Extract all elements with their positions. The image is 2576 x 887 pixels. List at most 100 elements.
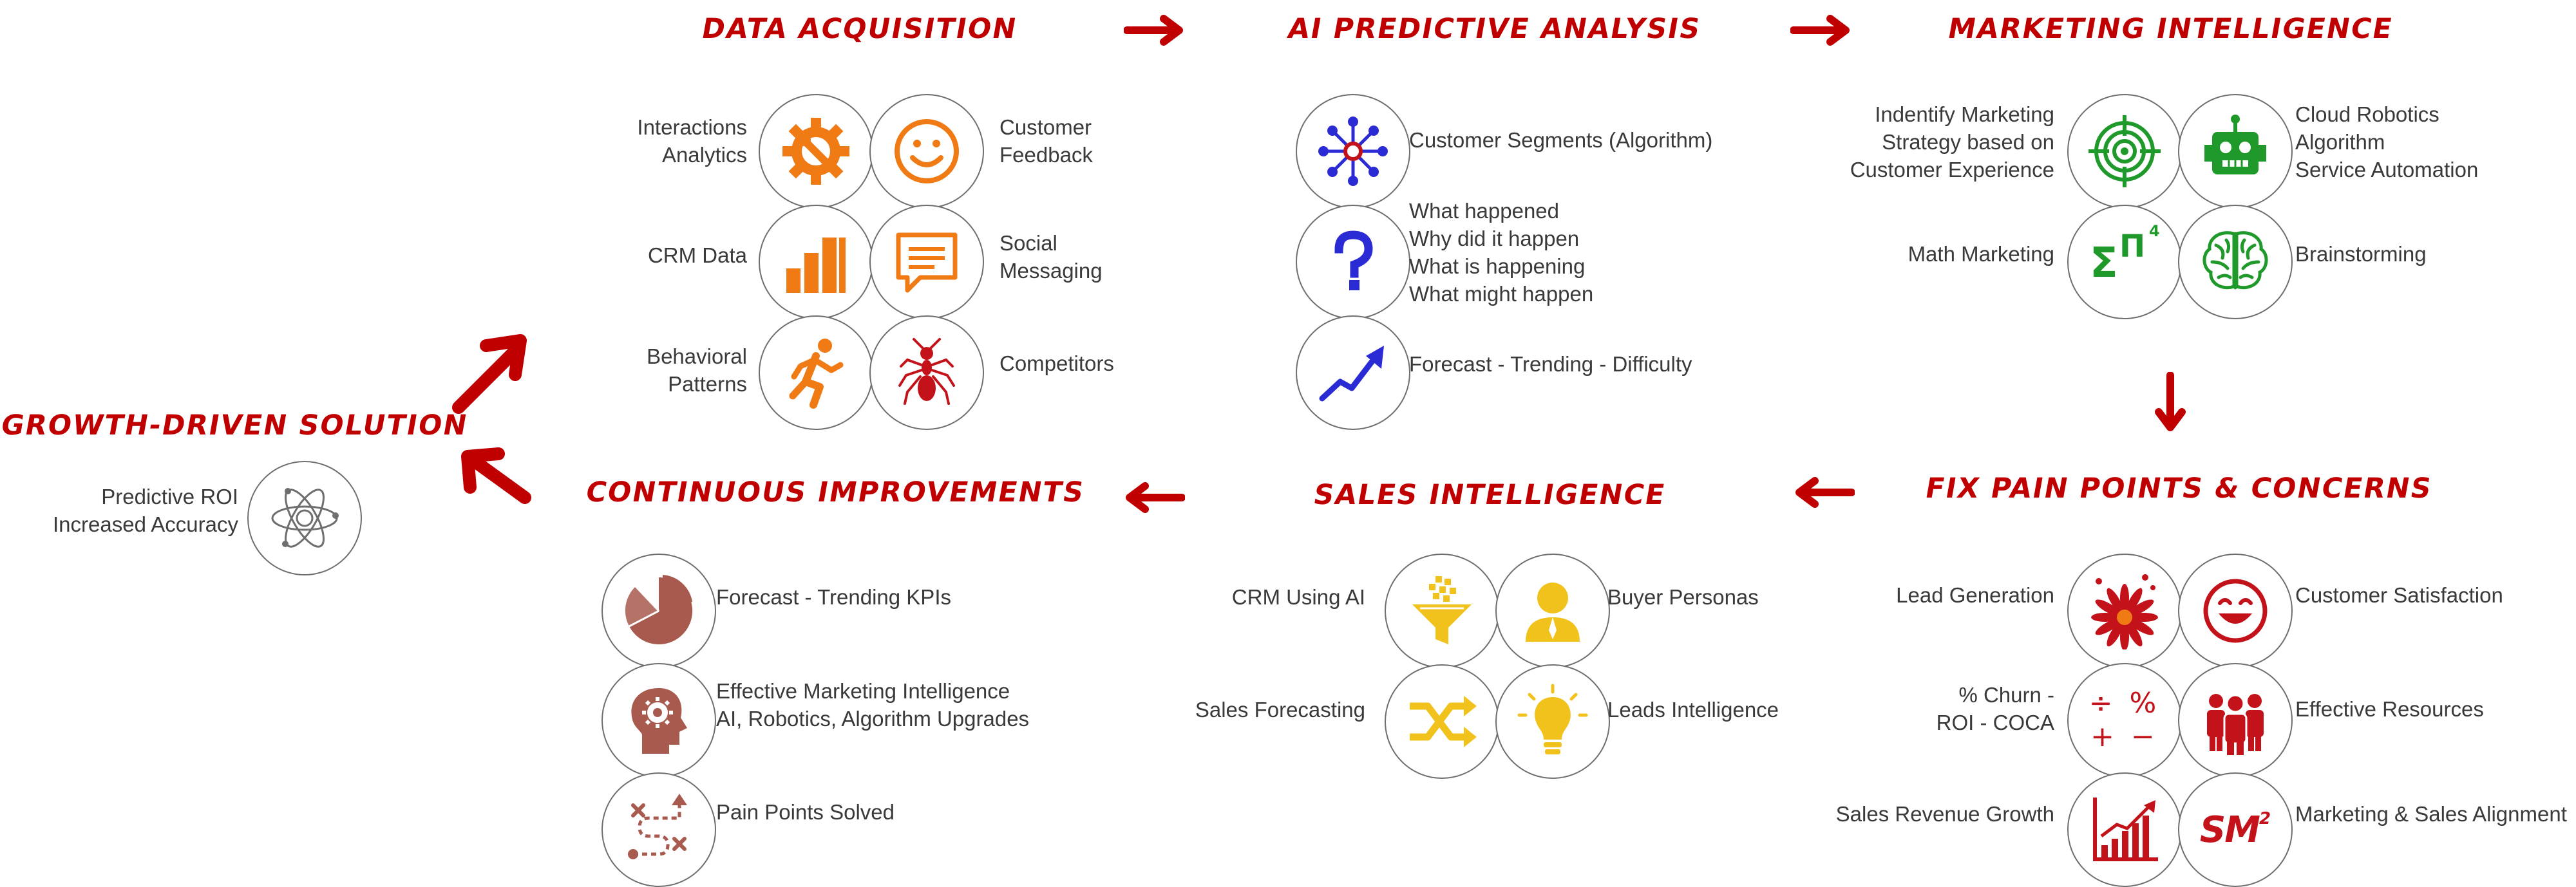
- people-icon: [2207, 694, 2264, 755]
- heading-marketing-intelligence: MARKETING INTELLIGENCE: [1945, 13, 2396, 45]
- label-customer-feedback: Customer Feedback: [999, 115, 1093, 167]
- forecast-trending-node[interactable]: [1296, 315, 1410, 430]
- label-competitors: Competitors: [999, 351, 1114, 375]
- brainstorming-node[interactable]: [2178, 205, 2293, 319]
- sm2-icon: SM2: [2200, 809, 2271, 851]
- label-behavioral-patterns: Behavioral Patterns: [647, 344, 747, 396]
- label-customer-satisfaction: Customer Satisfaction: [2295, 583, 2503, 607]
- math-marketing-node[interactable]: Σ Π 4: [2067, 205, 2182, 319]
- effective-marketing-node[interactable]: [601, 663, 716, 778]
- cloud-robotics-node[interactable]: [2178, 94, 2293, 209]
- crm-data-node[interactable]: [759, 205, 873, 319]
- path-icon: [628, 794, 687, 859]
- label-cloud-robotics: Cloud Robotics Algorithm Service Automat…: [2295, 102, 2479, 182]
- sales-revenue-node[interactable]: [2067, 772, 2182, 887]
- customer-satisfaction-node[interactable]: [2178, 554, 2293, 668]
- label-effective-marketing: Effective Marketing Intelligence AI, Rob…: [716, 679, 1030, 731]
- effective-resources-node[interactable]: [2178, 663, 2293, 778]
- arrow-right-icon: [1124, 15, 1183, 46]
- label-identify-marketing: Indentify Marketing Strategy based on Cu…: [1850, 102, 2054, 182]
- robot-icon: [2204, 115, 2266, 174]
- math-icon: Σ Π 4: [2086, 223, 2163, 301]
- arrow-down-icon: [2155, 372, 2186, 431]
- label-marketing-sales-alignment: Marketing & Sales Alignment: [2295, 802, 2567, 826]
- label-pain-points-solved: Pain Points Solved: [716, 800, 895, 824]
- trend-arrow-icon: [1319, 346, 1384, 402]
- arrow-down-left-icon: [461, 447, 531, 504]
- label-forecast-trending: Forecast - Trending - Difficulty: [1409, 352, 1692, 376]
- atom-icon: [271, 488, 339, 548]
- funnel-icon: [1412, 576, 1472, 644]
- heading-growth-driven-solution: GROWTH-DRIVEN SOLUTION: [0, 409, 471, 442]
- label-forecast-kpis: Forecast - Trending KPIs: [716, 585, 951, 609]
- sm-glyph: SM: [2199, 808, 2260, 851]
- shuffle-icon: [1410, 696, 1477, 747]
- behavioral-patterns-node[interactable]: [759, 315, 873, 430]
- heading-ai-predictive-analysis: AI PREDICTIVE ANALYSIS: [1285, 13, 1704, 45]
- label-effective-resources: Effective Resources: [2295, 697, 2484, 721]
- label-sales-revenue-growth: Sales Revenue Growth: [1835, 802, 2054, 826]
- label-what-happened: What happened Why did it happen What is …: [1409, 199, 1594, 306]
- ant-icon: [898, 338, 955, 405]
- label-crm-data: CRM Data: [647, 243, 747, 267]
- arrow-left-icon: [1795, 477, 1855, 508]
- pie-chart-icon: [625, 575, 693, 644]
- label-social-messaging: Social Messaging: [999, 231, 1103, 283]
- math-symbols-icon: ÷ % + −: [2088, 687, 2161, 753]
- arrow-left-icon: [1126, 482, 1185, 513]
- customer-segments-node[interactable]: [1296, 94, 1410, 209]
- growth-chart-icon: [2093, 798, 2158, 861]
- buyer-personas-node[interactable]: [1495, 554, 1610, 668]
- predictive-roi-node[interactable]: [247, 461, 362, 575]
- label-predictive-roi: Predictive ROI Increased Accuracy: [53, 485, 238, 536]
- brain-gear-icon: [631, 688, 687, 754]
- superscript-4: 4: [2149, 222, 2160, 240]
- interactions-analytics-node[interactable]: [759, 94, 873, 209]
- heading-data-acquisition: DATA ACQUISITION: [699, 13, 1020, 45]
- heading-sales-intelligence: SALES INTELLIGENCE: [1311, 479, 1669, 511]
- pi-glyph: Π: [2119, 229, 2146, 265]
- gear-wrench-icon: [782, 118, 849, 185]
- sales-forecasting-node[interactable]: [1385, 664, 1499, 779]
- question-icon: [1334, 230, 1373, 290]
- brain-icon: [2202, 231, 2268, 290]
- label-lead-generation: Lead Generation: [1896, 583, 2054, 607]
- leads-intelligence-node[interactable]: [1495, 664, 1610, 779]
- person-icon: [1526, 583, 1580, 642]
- lead-generation-node[interactable]: [2067, 554, 2182, 668]
- happy-face-icon: [2203, 579, 2268, 643]
- target-icon: [2088, 115, 2161, 187]
- smiley-icon: [895, 119, 959, 183]
- heading-continuous-improvements: CONTINUOUS IMPROVEMENTS: [583, 476, 1088, 509]
- what-happened-node[interactable]: [1296, 205, 1410, 319]
- churn-roi-node[interactable]: ÷ % + −: [2067, 663, 2182, 778]
- message-icon: [896, 232, 958, 293]
- label-brainstorming: Brainstorming: [2295, 242, 2427, 266]
- crm-using-ai-node[interactable]: [1385, 554, 1499, 668]
- label-buyer-personas: Buyer Personas: [1607, 585, 1759, 609]
- label-customer-segments: Customer Segments (Algorithm): [1409, 128, 1713, 152]
- lightbulb-icon: [1517, 684, 1588, 754]
- arrow-up-right-icon: [452, 334, 527, 414]
- flower-icon: [2091, 574, 2158, 649]
- social-messaging-node[interactable]: [869, 205, 984, 319]
- label-sales-forecasting: Sales Forecasting: [1195, 698, 1365, 722]
- heading-fix-pain-points: FIX PAIN POINTS & CONCERNS: [1922, 472, 2435, 505]
- pain-points-solved-node[interactable]: [601, 772, 716, 887]
- competitors-node[interactable]: [869, 315, 984, 430]
- label-interactions-analytics: Interactions Analytics: [637, 115, 747, 167]
- marketing-strategy-node[interactable]: [2067, 94, 2182, 209]
- customer-feedback-node[interactable]: [869, 94, 984, 209]
- running-person-icon: [789, 339, 844, 409]
- label-leads-intelligence: Leads Intelligence: [1607, 698, 1779, 722]
- sigma-glyph: Σ: [2090, 239, 2118, 287]
- arrow-right-icon: [1790, 15, 1850, 46]
- bar-chart-icon: [786, 238, 846, 293]
- label-churn-roi-coca: % Churn - ROI - COCA: [1936, 683, 2054, 734]
- sm-superscript: 2: [2259, 808, 2271, 828]
- label-crm-using-ai: CRM Using AI: [1231, 585, 1365, 609]
- label-math-marketing: Math Marketing: [1908, 242, 2054, 266]
- forecast-kpis-node[interactable]: [601, 554, 716, 668]
- marketing-sales-alignment-node[interactable]: SM2: [2178, 772, 2293, 887]
- network-icon: [1318, 117, 1388, 186]
